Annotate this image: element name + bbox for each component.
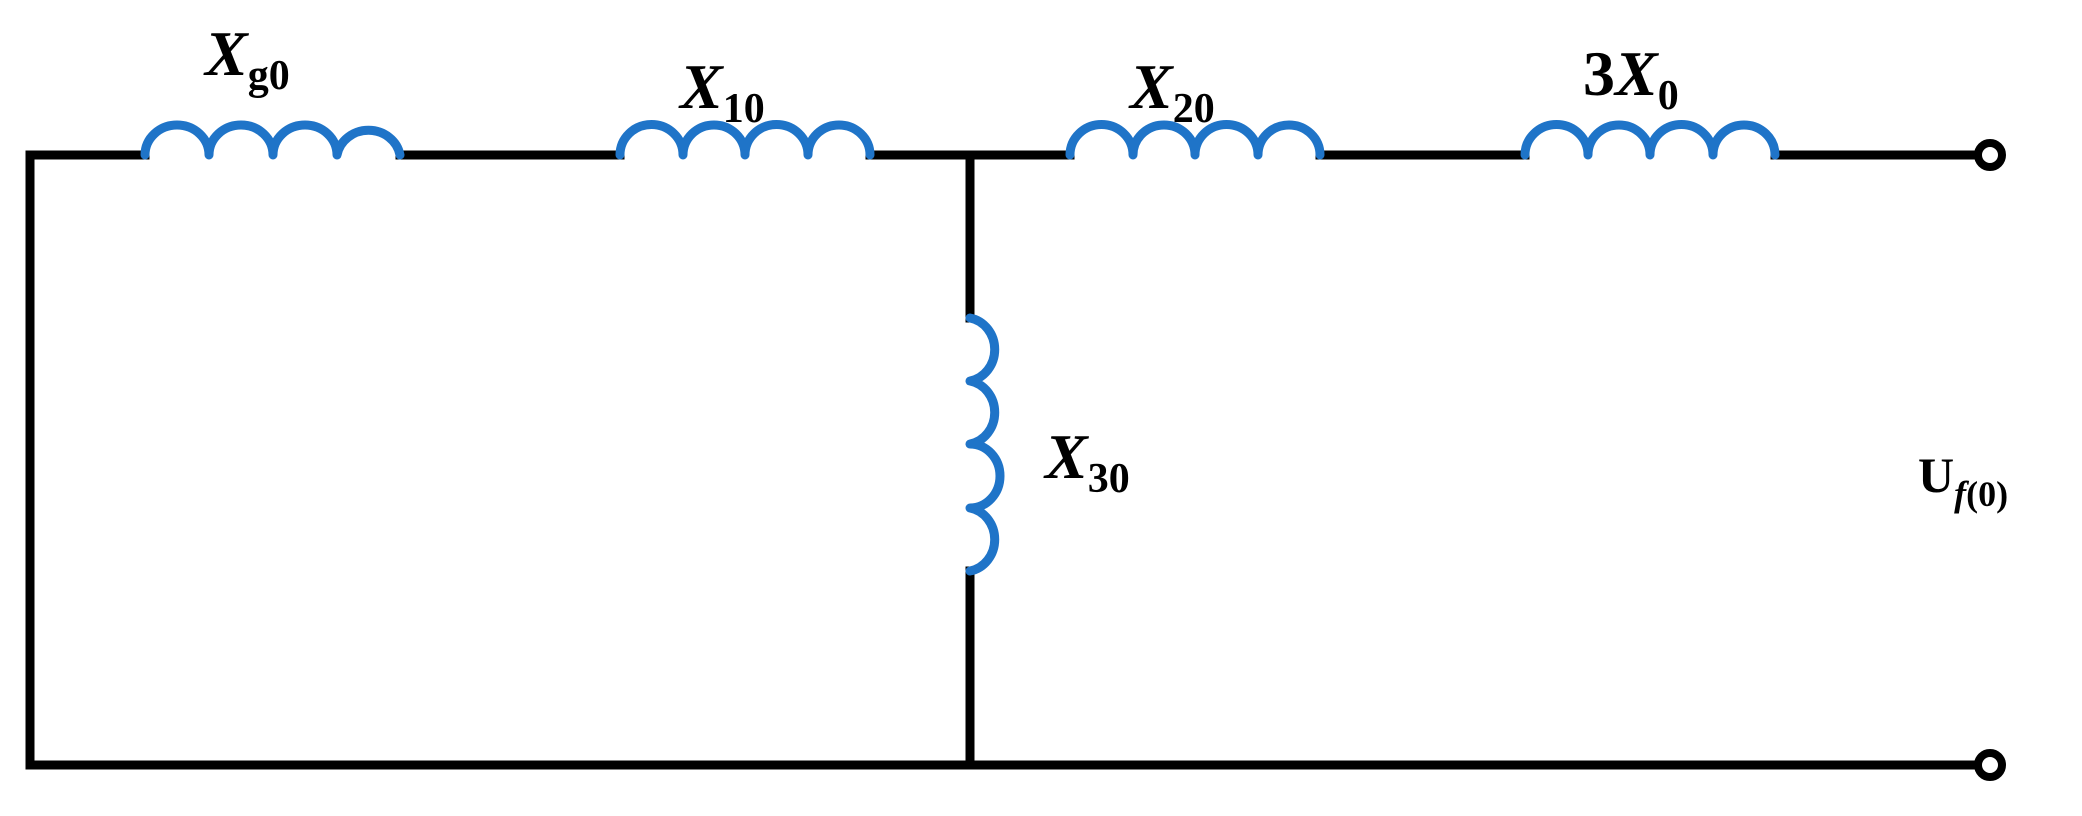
label-x10: X10 bbox=[678, 51, 765, 132]
label-x30-main: X bbox=[1043, 421, 1089, 492]
label-x10-sub: 10 bbox=[723, 86, 765, 132]
label-uf0: Uf(0) bbox=[1918, 447, 2008, 514]
label-x30: X30 bbox=[1043, 421, 1130, 502]
wires bbox=[25, 150, 1980, 770]
label-3x0-main: X bbox=[1613, 38, 1659, 109]
labels: Xg0 X10 X20 3X0 X30 Uf(0) bbox=[203, 18, 2008, 514]
label-uf0-main: U bbox=[1918, 447, 1954, 503]
top-terminal bbox=[1974, 139, 2006, 171]
label-3x0-lead: 3 bbox=[1583, 38, 1615, 109]
label-3x0-sub: 0 bbox=[1658, 73, 1679, 119]
label-x10-main: X bbox=[678, 51, 724, 122]
label-uf0-sub-italic: f bbox=[1954, 474, 1969, 514]
label-xg0-main: X bbox=[203, 18, 249, 89]
inductor-x20 bbox=[1065, 120, 1325, 160]
label-x20-sub: 20 bbox=[1173, 86, 1215, 132]
label-xg0: Xg0 bbox=[203, 18, 290, 99]
inductors bbox=[140, 120, 1780, 576]
label-3x0: 3X0 bbox=[1583, 38, 1679, 119]
label-xg0-sub: g0 bbox=[248, 53, 290, 99]
label-x20: X20 bbox=[1128, 51, 1215, 132]
label-x20-main: X bbox=[1128, 51, 1174, 122]
label-uf0-sub: (0) bbox=[1966, 474, 2008, 514]
bottom-terminal bbox=[1974, 749, 2006, 781]
terminals bbox=[1974, 139, 2006, 781]
label-x30-sub: 30 bbox=[1088, 456, 1130, 502]
inductor-x10 bbox=[615, 120, 875, 160]
inductor-x30 bbox=[965, 313, 1005, 576]
inductor-xg0 bbox=[140, 120, 405, 160]
inductor-3x0 bbox=[1520, 120, 1780, 160]
